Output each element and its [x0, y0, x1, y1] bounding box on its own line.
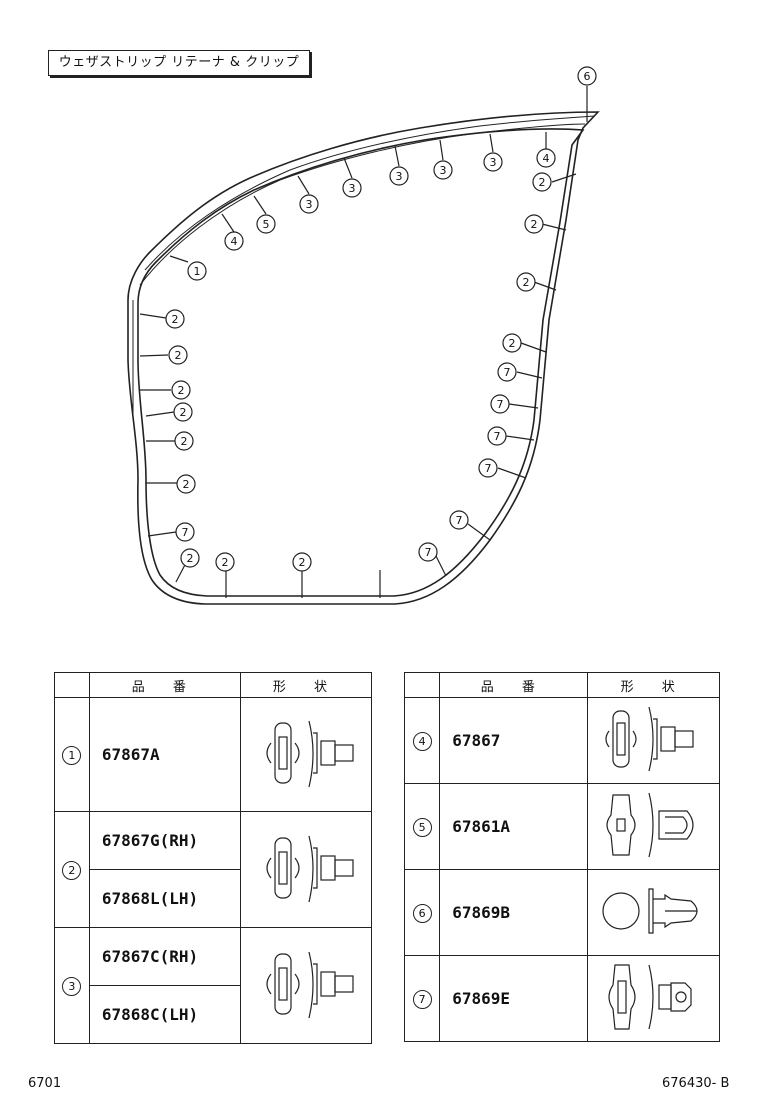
callout-3: 3 [389, 166, 409, 186]
part-number: 67867A [88, 697, 241, 812]
part-number: 67868C(LH) [88, 985, 241, 1044]
callout-label: 7 [494, 430, 501, 443]
weatherstrip-diagram: 6 4 2 3 3 3 3 3 2 5 2 4 2 1 7 2 7 2 7 2 7 2 7 2 7 2 7 2 2 2 [127, 66, 600, 605]
callout-3: 3 [483, 152, 503, 172]
callout-7: 7 [490, 394, 510, 414]
callout-2: 2 [165, 309, 185, 329]
callout-label: 3 [440, 164, 447, 177]
callout-3: 3 [342, 178, 362, 198]
item-number: 2 [62, 861, 82, 880]
callout-label: 2 [222, 556, 229, 569]
callout-6: 6 [577, 66, 597, 86]
callout-7: 7 [478, 458, 498, 478]
part-number: 67868L(LH) [88, 869, 241, 928]
item-number: 7 [412, 990, 432, 1009]
callout-label: 2 [523, 276, 530, 289]
callout-7: 7 [418, 542, 438, 562]
callout-2: 2 [502, 333, 522, 353]
callout-3: 3 [433, 160, 453, 180]
callout-1: 1 [187, 261, 207, 281]
callout-2: 2 [180, 548, 200, 568]
callout-3: 3 [299, 194, 319, 214]
part-number: 67867G(RH) [88, 811, 241, 870]
clip-retainer-icon [239, 697, 373, 812]
strip-outline-outer [127, 111, 600, 605]
callout-label: 7 [497, 398, 504, 411]
header-num [54, 672, 90, 698]
item-number: 1 [62, 746, 82, 765]
footer-page-code: 6701 [28, 1076, 62, 1091]
callout-label: 7 [456, 514, 463, 527]
callout-label: 2 [299, 556, 306, 569]
callout-2: 2 [516, 272, 536, 292]
callout-label: 3 [396, 170, 403, 183]
callout-label: 1 [194, 265, 201, 278]
hex-nut-clip-icon [587, 955, 720, 1042]
item-number: 6 [412, 904, 432, 923]
callout-label: 2 [187, 552, 194, 565]
callout-label: 2 [539, 176, 546, 189]
footer-figure-code: 676430- B [662, 1076, 730, 1091]
callout-label: 2 [172, 313, 179, 326]
clip-retainer-icon [587, 697, 720, 784]
push-clip-icon [587, 783, 720, 870]
callout-2: 2 [524, 214, 544, 234]
header-shape: 形 状 [239, 672, 373, 698]
callout-2: 2 [168, 345, 188, 365]
callout-2: 2 [215, 552, 235, 572]
clip-retainer-icon [239, 927, 373, 1044]
callout-2: 2 [532, 172, 552, 192]
callout-label: 3 [349, 182, 356, 195]
part-number: 67869E [439, 955, 589, 1042]
callout-label: 6 [584, 70, 591, 83]
callout-label: 2 [509, 337, 516, 350]
callout-label: 2 [175, 349, 182, 362]
parts-table-left: 品 番 形 状 1 67867A 2 67867G(RH) 67868L(L [54, 672, 373, 1044]
callout-label: 4 [543, 152, 550, 165]
callout-7: 7 [497, 362, 517, 382]
diagram-title: ウェザストリップ リテーナ & クリップ [48, 50, 310, 76]
callout-label: 2 [183, 478, 190, 491]
item-number: 4 [412, 732, 432, 751]
callout-label: 4 [231, 235, 238, 248]
part-number: 67867C(RH) [88, 927, 241, 986]
header-num [403, 672, 441, 698]
callout-label: 2 [181, 435, 188, 448]
strip-rail [144, 115, 596, 271]
callout-2: 2 [173, 402, 193, 422]
header-part-no: 品 番 [88, 672, 241, 698]
callout-label: 2 [178, 384, 185, 397]
callout-label: 7 [504, 366, 511, 379]
strip-outline-inner [137, 128, 585, 597]
callout-label: 7 [425, 546, 432, 559]
round-head-clip-icon [587, 869, 720, 956]
item-number: 3 [62, 977, 82, 996]
callout-2: 2 [176, 474, 196, 494]
callout-label: 7 [182, 526, 189, 539]
callout-label: 7 [485, 462, 492, 475]
callout-label: 2 [180, 406, 187, 419]
part-number: 67869B [439, 869, 589, 956]
parts-table-right: 品 番 形 状 4 67867 5 67861A 6 67869B [403, 672, 720, 1042]
callout-5: 5 [256, 214, 276, 234]
callout-label: 2 [531, 218, 538, 231]
part-number: 67867 [439, 697, 589, 784]
part-number: 67861A [439, 783, 589, 870]
item-number: 5 [412, 818, 432, 837]
header-part-no: 品 番 [439, 672, 589, 698]
callout-2: 2 [174, 431, 194, 451]
callout-label: 5 [263, 218, 270, 231]
strip-rail [139, 123, 586, 286]
callout-4: 4 [536, 148, 556, 168]
header-shape: 形 状 [587, 672, 720, 698]
callout-7: 7 [449, 510, 469, 530]
callout-4: 4 [224, 231, 244, 251]
callout-label: 3 [490, 156, 497, 169]
callout-7: 7 [175, 522, 195, 542]
callout-2: 2 [292, 552, 312, 572]
clip-retainer-icon [239, 811, 373, 928]
callout-2: 2 [171, 380, 191, 400]
callout-label: 3 [306, 198, 313, 211]
callout-7: 7 [487, 426, 507, 446]
